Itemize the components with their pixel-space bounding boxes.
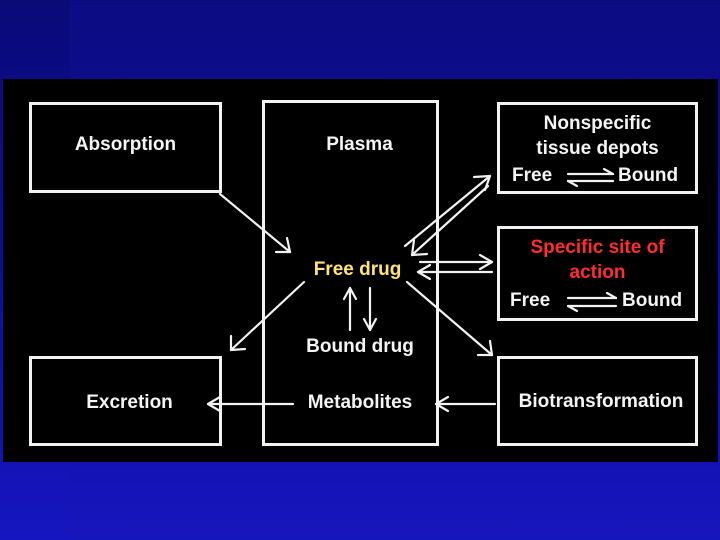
metabolites-label: Metabolites (307, 392, 413, 413)
specific-title-line2: action (569, 262, 626, 283)
biotransformation-label: Biotransformation (518, 391, 684, 412)
biotransformation-box (497, 356, 698, 446)
absorption-box (29, 102, 222, 193)
bound-drug-label: Bound drug (306, 336, 414, 357)
arrow-bound-drug-to-free-drug (342, 286, 358, 332)
plasma-label: Plasma (326, 134, 393, 155)
equilibrium-arrows-nonspecific (566, 167, 615, 188)
free-drug-label: Free drug (313, 259, 402, 280)
arrow-free-drug-to-bound-drug (362, 286, 378, 332)
specific-free-label: Free (510, 290, 551, 311)
nonspecific-depots-box (497, 102, 698, 194)
excretion-label: Excretion (86, 392, 173, 413)
arrow-free-drug-to-biotransformation (405, 280, 494, 357)
absorption-label: Absorption (74, 134, 177, 155)
specific-title-line1: Specific site of (530, 237, 665, 258)
arrow-biotransformation-to-metabolites (434, 395, 497, 413)
arrow-absorption-to-free-drug (218, 192, 292, 254)
nonspecific-free-label: Free (512, 165, 553, 186)
arrow-free-drug-to-specific-site (418, 253, 494, 271)
nonspecific-bound-label: Bound (618, 165, 679, 186)
nonspecific-title-line2: tissue depots (536, 138, 659, 159)
arrow-free-drug-to-excretion (229, 280, 306, 352)
arrow-metabolites-to-excretion (206, 395, 295, 413)
arrow-specific-site-to-free-drug (416, 263, 494, 281)
specific-bound-label: Bound (622, 290, 683, 311)
nonspecific-title-line1: Nonspecific (543, 113, 652, 134)
excretion-box (29, 356, 222, 446)
diagram-panel (3, 79, 718, 462)
arrow-free-drug-to-nonspecific-depots (403, 174, 492, 248)
equilibrium-arrows-specific (566, 291, 618, 313)
arrow-nonspecific-depots-to-free-drug (410, 184, 490, 257)
specific-site-box (497, 226, 698, 321)
